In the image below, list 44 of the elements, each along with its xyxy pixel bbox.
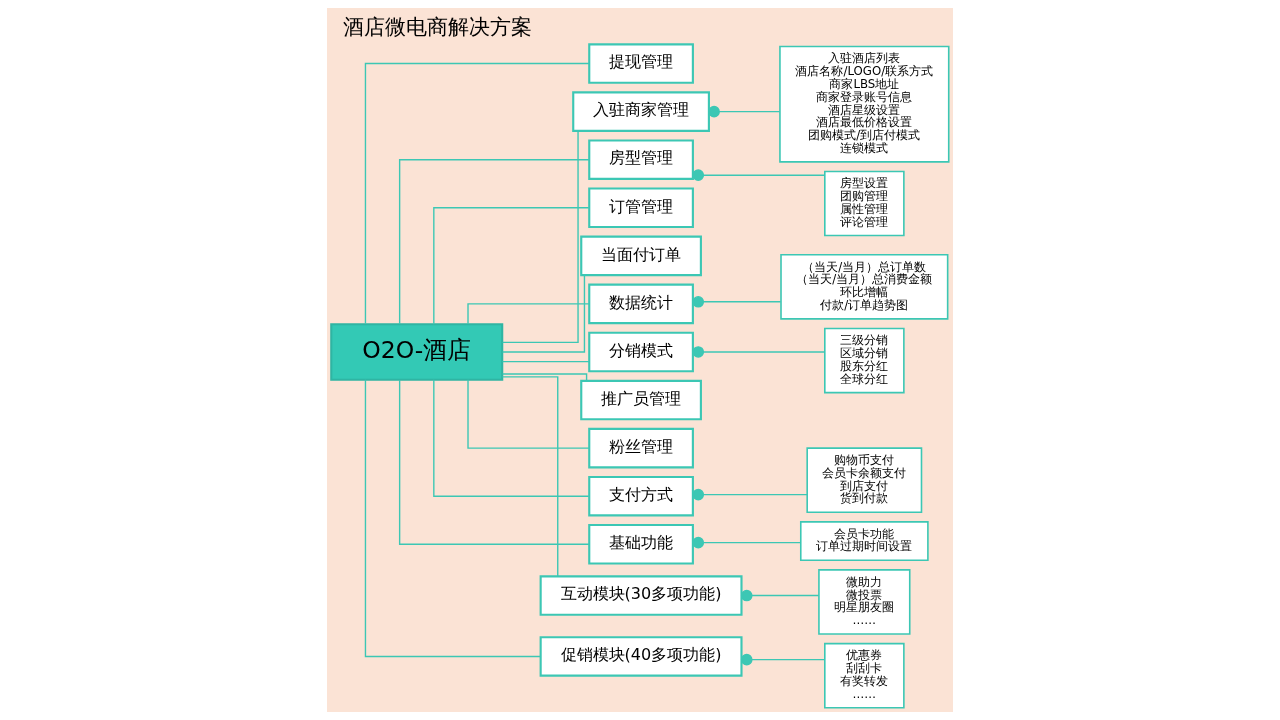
node-box: 三级分销 区域分销 股东分红 全球分红 (824, 327, 905, 394)
connector (364, 62, 590, 325)
connector (501, 130, 579, 344)
node-box: 数据统计 (588, 283, 694, 325)
node-box: 当面付订单 (580, 235, 702, 277)
node-box: 会员卡功能 订单过期时间设置 (799, 521, 929, 562)
connector (364, 379, 542, 658)
node-box: 微助力 微投票 明星朋友圈 …… (818, 569, 911, 635)
connector (433, 207, 590, 325)
node-box: 分销模式 (588, 331, 694, 373)
connector (501, 360, 590, 363)
node-box: （当天/当月）总订单数 （当天/当月）总消费金额 环比增幅 付款/订单趋势图 (780, 254, 949, 320)
node-box: 支付方式 (588, 475, 694, 517)
node-box: 房型管理 (588, 139, 694, 180)
node-box: 入驻商家管理 (572, 91, 710, 132)
node-box: 提现管理 (588, 43, 694, 84)
connector (740, 589, 820, 602)
node-box: 房型设置 团购管理 属性管理 评论管理 (824, 170, 905, 237)
connector (692, 488, 808, 501)
node-box: 订管管理 (588, 187, 694, 229)
connector (692, 295, 782, 308)
connector (398, 159, 590, 325)
connector (501, 373, 588, 382)
connector (501, 376, 559, 577)
connector (692, 346, 826, 358)
node-box: 购物币支付 会员卡余额支付 到店支付 货到付款 (806, 447, 923, 514)
connector (467, 303, 590, 325)
connector (740, 653, 826, 666)
node-box: 粉丝管理 (588, 427, 694, 469)
node-box: 推广员管理 (580, 379, 702, 421)
node-box: 入驻酒店列表 酒店名称/LOGO/联系方式 商家LBS地址 商家登录账号信息 酒店星级设置 酒店最低价格设置 团购模式/到店付模式 连锁模式 (779, 45, 950, 163)
connector (692, 169, 826, 181)
node-box: 互动模块(30多项功能) (539, 575, 743, 616)
connector (398, 379, 590, 545)
node-box: 优惠券 刮刮卡 有奖转发 …… (824, 642, 905, 709)
connector (467, 379, 590, 449)
node-box: O2O-酒店 (330, 323, 504, 381)
connector (433, 379, 590, 497)
connector (708, 105, 781, 118)
node-box: 基础功能 (588, 523, 694, 565)
connector (692, 536, 802, 549)
node-box: 促销模块(40多项功能) (539, 636, 743, 677)
diagram-title: 酒店微电商解决方案 (343, 13, 533, 39)
connector (501, 274, 586, 353)
